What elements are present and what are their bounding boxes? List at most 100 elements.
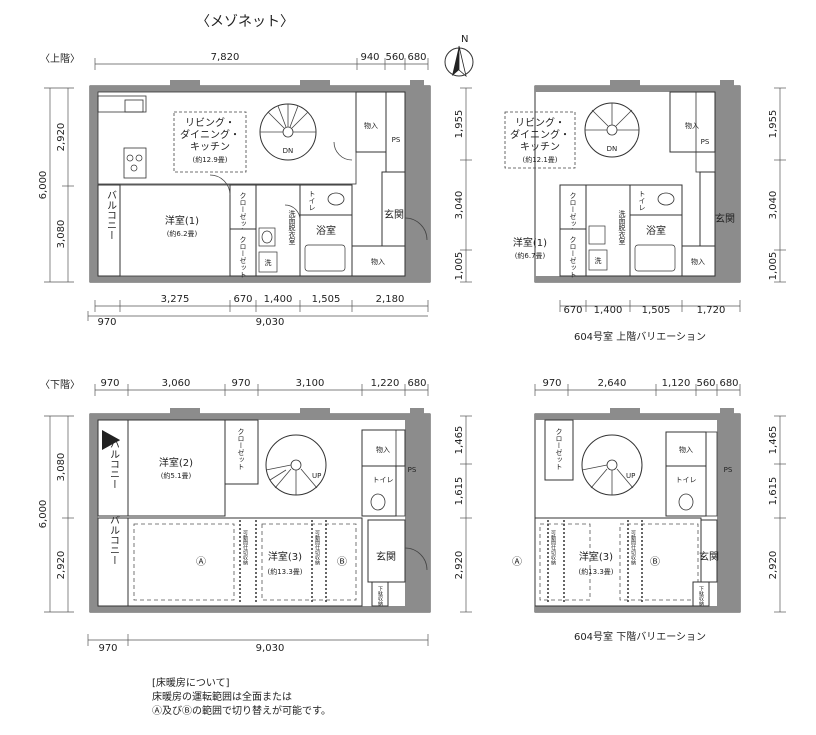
upper-dim-top-2: 940 bbox=[360, 52, 379, 63]
upper-var-dim-bottom-3: 1,505 bbox=[642, 305, 671, 316]
lower-dim-top-3: 970 bbox=[231, 378, 250, 389]
upper-dim-right-3: 1,005 bbox=[454, 252, 465, 281]
lower-dim-top-6: 680 bbox=[407, 378, 426, 389]
upper-var-bedroom-label: 洋室(1) bbox=[513, 236, 547, 249]
upper-dim-top-4: 680 bbox=[407, 52, 426, 63]
lower-var-movable-storage-2: 可動間仕切収納 bbox=[630, 530, 636, 566]
upper-variation-caption: 604号室 上階バリエーション bbox=[574, 330, 706, 343]
upper-living-area: (約12.9畳) bbox=[192, 155, 227, 164]
lower-dim-left-2: 2,920 bbox=[56, 551, 67, 580]
upper-var-washroom-label: 洗面脱衣室 bbox=[618, 209, 626, 245]
lower-spiral-stair-icon: UP bbox=[265, 434, 327, 496]
lower-var-bedroom3-label: 洋室(3) bbox=[579, 550, 613, 563]
lower-movable-storage-1: 可動間仕切収納 bbox=[242, 530, 248, 566]
lower-dim-bottom-1: 970 bbox=[98, 643, 117, 654]
upper-var-dim-bottom-2: 1,400 bbox=[594, 305, 623, 316]
upper-var-living-label-3: キッチン bbox=[520, 141, 560, 153]
lower-dim-left-total: 6,000 bbox=[38, 500, 49, 529]
note-line-2: Ⓐ及びⒷの範囲で切り替えが可能です。 bbox=[152, 704, 331, 717]
lower-var-dim-top-4: 560 bbox=[696, 378, 715, 389]
lower-ps-label: PS bbox=[408, 466, 417, 474]
note-line-1: 床暖房の運転範囲は全面または bbox=[152, 690, 292, 703]
lower-dim-right-3: 2,920 bbox=[454, 551, 465, 580]
upper-var-storage-2: 物入 bbox=[691, 257, 705, 266]
upper-bedroom-area: (約6.2畳) bbox=[167, 229, 198, 238]
upper-floor-plan: 〈上階〉 7,820 940 560 680 6,000 2,920 3,080… bbox=[38, 52, 472, 328]
lower-var-spiral-stair-icon: UP bbox=[581, 434, 643, 496]
lower-var-toilet-label: トイレ bbox=[676, 476, 697, 484]
lower-balcony-label-1: バルコニー bbox=[108, 439, 120, 489]
lower-dim-top-1: 970 bbox=[100, 378, 119, 389]
lower-var-dim-right-1: 1,465 bbox=[768, 426, 779, 455]
lower-entrance-label: 玄関 bbox=[376, 550, 396, 563]
lower-var-closet-label: クローゼット bbox=[555, 428, 563, 470]
upper-dim-bottom-7: 9,030 bbox=[256, 317, 285, 328]
lower-zone-a: Ⓐ bbox=[196, 556, 206, 568]
lower-var-stair-up: UP bbox=[626, 472, 635, 480]
lower-var-dim-top-1: 970 bbox=[542, 378, 561, 389]
lower-var-movable-storage-1: 可動間仕切収納 bbox=[550, 530, 556, 566]
note-heading: [床暖房について] bbox=[152, 676, 230, 689]
lower-dim-bottom-2: 9,030 bbox=[256, 643, 285, 654]
upper-dim-top-3: 560 bbox=[385, 52, 404, 63]
lower-floor-label: 〈下階〉 bbox=[40, 379, 80, 391]
upper-dim-bottom-2: 670 bbox=[233, 294, 252, 305]
lower-dim-top-4: 3,100 bbox=[296, 378, 325, 389]
lower-movable-storage-2: 可動間仕切収納 bbox=[314, 530, 320, 566]
lower-var-dim-right-3: 2,920 bbox=[768, 551, 779, 580]
upper-var-living-area: (約12.1畳) bbox=[522, 155, 557, 164]
lower-var-bedroom3-area: (約13.3畳) bbox=[578, 567, 613, 576]
upper-var-bath-label: 浴室 bbox=[646, 224, 666, 237]
lower-dim-top-5: 1,220 bbox=[371, 378, 400, 389]
lower-var-ps-label: PS bbox=[724, 466, 733, 474]
upper-ps-label: PS bbox=[392, 136, 401, 144]
lower-bedroom3-area: (約13.3畳) bbox=[267, 567, 302, 576]
upper-dim-left-total: 6,000 bbox=[38, 171, 49, 200]
lower-bedroom3-label: 洋室(3) bbox=[268, 550, 302, 563]
lower-var-dim-top-3: 1,120 bbox=[662, 378, 691, 389]
upper-dim-left-1: 2,920 bbox=[56, 123, 67, 152]
lower-bedroom2-area: (約5.1畳) bbox=[161, 471, 192, 480]
upper-var-bedroom-area: (約6.7畳) bbox=[515, 251, 546, 260]
lower-var-shoe-storage: 下駄収納 bbox=[698, 586, 704, 607]
lower-dim-left-1: 3,080 bbox=[56, 453, 67, 482]
upper-storage-1: 物入 bbox=[364, 121, 378, 130]
upper-bath-label: 浴室 bbox=[316, 224, 336, 237]
upper-var-dim-right-3: 1,005 bbox=[768, 252, 779, 281]
lower-variation-plan: 970 2,640 1,120 560 680 1,465 1,615 2,92… bbox=[512, 378, 786, 643]
lower-balcony-label-2: バルコニー bbox=[108, 515, 120, 565]
floor-heating-note: [床暖房について] 床暖房の運転範囲は全面または Ⓐ及びⒷの範囲で切り替えが可能… bbox=[152, 676, 331, 717]
lower-dim-top-2: 3,060 bbox=[162, 378, 191, 389]
upper-dim-bottom-3: 1,400 bbox=[264, 294, 293, 305]
lower-bedroom2-label: 洋室(2) bbox=[159, 456, 193, 469]
upper-closet-2: クローゼット bbox=[239, 236, 247, 278]
upper-dim-bottom-1: 3,275 bbox=[161, 294, 190, 305]
upper-var-dim-bottom-1: 670 bbox=[563, 305, 582, 316]
lower-var-dim-top-5: 680 bbox=[719, 378, 738, 389]
page-title: 〈メゾネット〉 bbox=[196, 14, 294, 30]
lower-var-zone-b: Ⓑ bbox=[650, 556, 660, 568]
lower-var-dim-right-2: 1,615 bbox=[768, 477, 779, 506]
upper-living-label-1: リビング・ bbox=[185, 116, 235, 129]
north-label: N bbox=[461, 34, 468, 45]
upper-var-toilet-label: トイレ bbox=[638, 190, 646, 211]
upper-floor-label: 〈上階〉 bbox=[40, 53, 80, 65]
upper-dim-top-1: 7,820 bbox=[211, 52, 240, 63]
lower-var-entrance-label: 玄関 bbox=[699, 550, 719, 563]
upper-washroom-label: 洗面脱衣室 bbox=[288, 209, 296, 245]
upper-dim-right-1: 1,955 bbox=[454, 110, 465, 139]
lower-var-zone-a: Ⓐ bbox=[512, 556, 522, 568]
upper-dim-bottom-5: 2,180 bbox=[376, 294, 405, 305]
lower-shoe-storage: 下駄収納 bbox=[377, 586, 383, 607]
upper-var-dim-right-2: 3,040 bbox=[768, 191, 779, 220]
upper-balcony-label: バルコニー bbox=[105, 190, 117, 240]
upper-living-label-3: キッチン bbox=[190, 141, 230, 153]
upper-var-entrance-label: 玄関 bbox=[715, 212, 735, 225]
lower-floor-plan: 〈下階〉 970 3,060 970 3,100 1,220 680 6,000… bbox=[38, 378, 472, 654]
upper-washer-label: 洗 bbox=[265, 258, 272, 267]
lower-variation-caption: 604号室 下階バリエーション bbox=[574, 630, 706, 643]
lower-dim-right-2: 1,615 bbox=[454, 477, 465, 506]
lower-dim-right-1: 1,465 bbox=[454, 426, 465, 455]
upper-var-living-label-1: リビング・ bbox=[515, 116, 565, 129]
